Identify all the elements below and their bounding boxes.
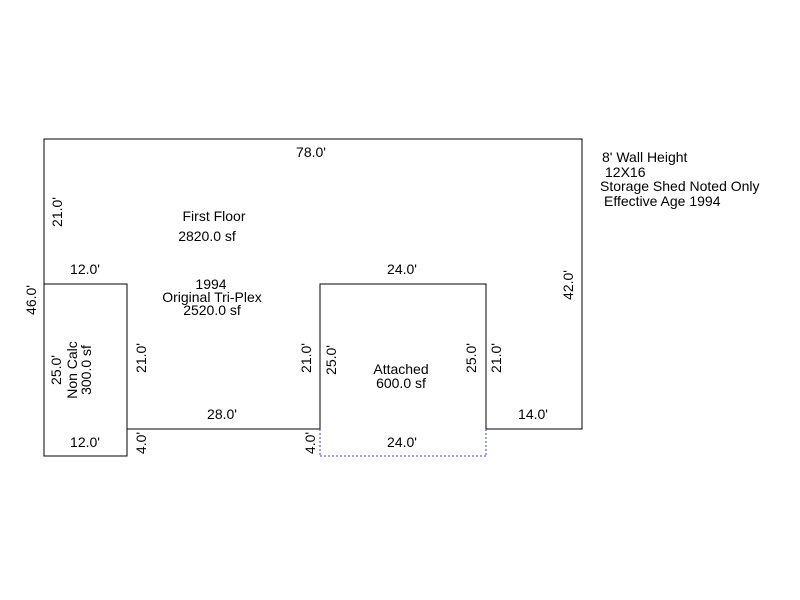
first-floor-label: First Floor [183, 208, 246, 224]
attached-area: 600.0 sf [376, 375, 426, 391]
non-calc-outline [43, 284, 128, 457]
attached-label: Attached [373, 361, 428, 377]
dim-left-upper: 21.0' [49, 197, 65, 227]
dim-attached-left-outer: 21.0' [298, 343, 314, 373]
dim-left-total: 46.0' [23, 285, 39, 315]
note-shed-size: 12X16 [605, 163, 646, 180]
sketch-notes: 8' Wall Height 12X16 Storage Shed Noted … [599, 149, 760, 208]
non-calc-area: 300.0 sf [78, 345, 94, 395]
dim-noncalc-top: 12.0' [70, 261, 100, 277]
dim-attached-bottom: 24.0' [387, 434, 417, 450]
dim-attached-left-inner: 25.0' [323, 345, 339, 375]
dim-attached-right-inner: 25.0' [463, 343, 479, 373]
note-effective-age: Effective Age 1994 [604, 192, 721, 209]
dim-noncalc-side: 25.0' [48, 355, 64, 385]
first-floor-area: 2820.0 sf [178, 228, 236, 244]
original-area: 2520.0 sf [183, 302, 241, 318]
dim-attached-step: 4.0' [302, 432, 318, 454]
note-wall-height: 8' Wall Height [602, 149, 688, 165]
dim-right-total: 42.0' [560, 270, 576, 300]
dim-mid-bottom: 28.0' [207, 406, 237, 422]
dim-attached-right-outer: 21.0' [488, 343, 504, 373]
dim-top: 78.0' [296, 144, 326, 160]
dim-right-bottom: 14.0' [518, 406, 548, 422]
non-calc-label: Non Calc [64, 341, 80, 399]
dim-noncalc-bottom: 12.0' [70, 434, 100, 450]
building-outline [43, 138, 583, 430]
original-year: 1994 [195, 276, 226, 292]
original-label: Original Tri-Plex [162, 289, 262, 305]
dim-attached-top: 24.0' [387, 261, 417, 277]
dim-noncalc-step: 4.0' [133, 432, 149, 454]
dim-noncalc-right: 21.0' [133, 343, 149, 373]
note-storage-shed: Storage Shed Noted Only [600, 178, 760, 194]
